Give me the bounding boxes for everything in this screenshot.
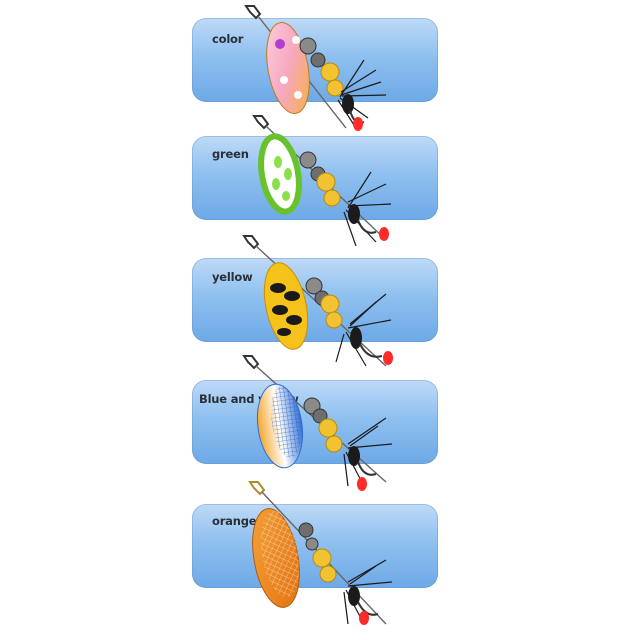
red-tail-icon [353, 117, 363, 131]
variant-label-orange: orange [212, 514, 257, 528]
treble-hook-icon [359, 343, 383, 358]
variant-label-color: color [212, 32, 244, 46]
spinner-lure-yellow-image [242, 235, 393, 367]
swivel-icon [244, 5, 262, 20]
red-tail-icon [379, 227, 389, 241]
spinner-lure-blue-and-yellow-image [242, 355, 393, 491]
red-tail-icon [357, 477, 367, 491]
variant-card-blue-and-yellow [192, 380, 438, 464]
blade-icon [263, 262, 309, 350]
spinner-lure-green-image [252, 115, 392, 247]
blade-icon [258, 133, 302, 215]
red-tail-icon [383, 351, 393, 365]
treble-hook-icon [357, 219, 377, 234]
spinner-lure-orange-image [248, 481, 393, 625]
treble-hook-icon [357, 461, 377, 476]
spinner-lure-color-image [244, 5, 387, 131]
variant-label-green: green [212, 147, 249, 161]
blade-icon [266, 22, 310, 114]
variant-label-yellow: yellow [212, 270, 253, 284]
red-tail-icon [359, 611, 369, 625]
